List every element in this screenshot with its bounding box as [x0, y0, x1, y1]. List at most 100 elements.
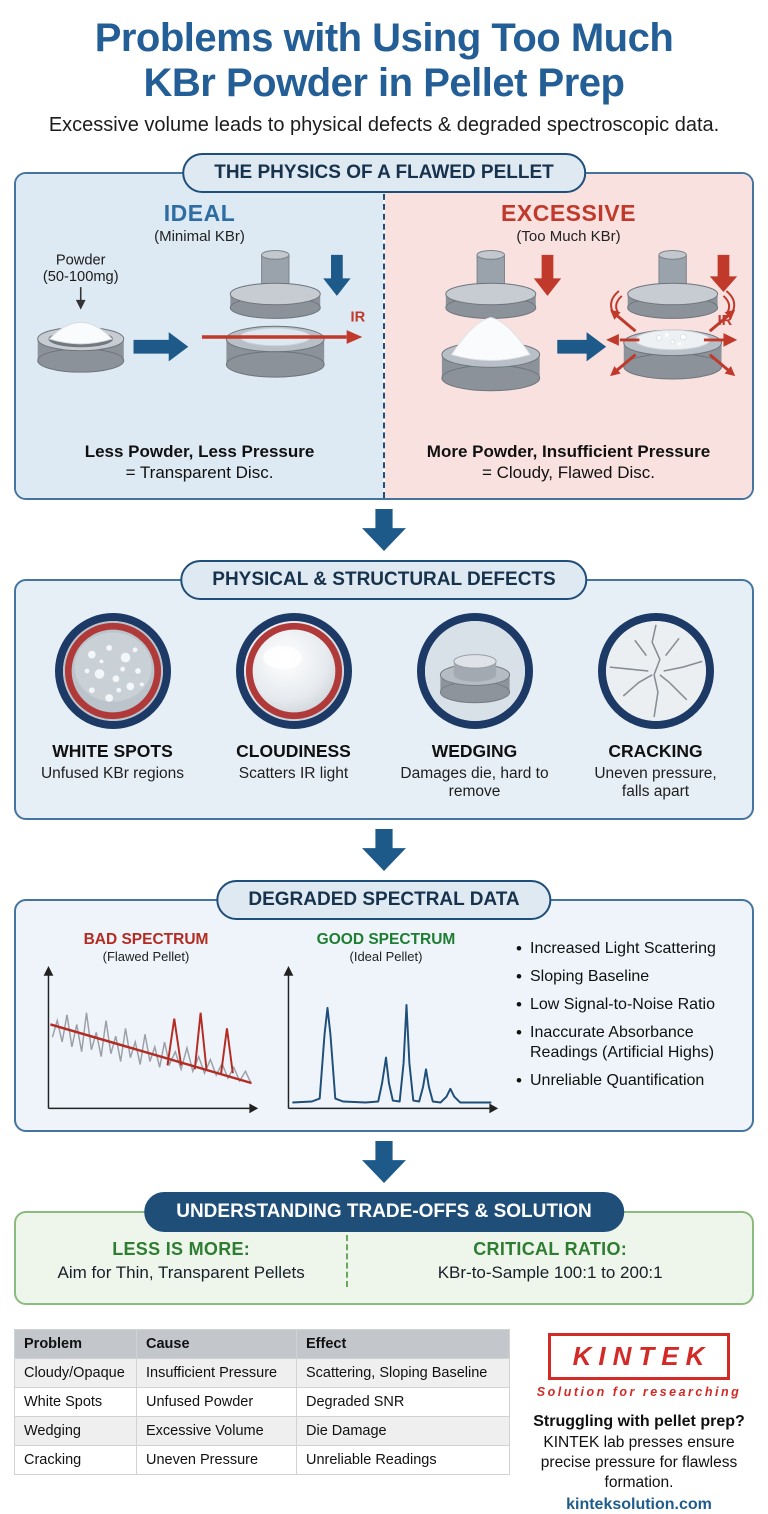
white-spots-icon: [62, 620, 163, 721]
red-down-arrow-icon: [709, 255, 737, 293]
less-is-more-title: LESS IS MORE:: [112, 1238, 251, 1259]
defect-title: WEDGING: [431, 740, 518, 761]
section-defects: PHYSICAL & STRUCTURAL DEFECTS: [14, 559, 754, 820]
scatter-arrows: [605, 309, 737, 377]
defect-title: CLOUDINESS: [236, 740, 351, 761]
list-item: Increased Light Scattering: [516, 938, 738, 959]
overfilled-die: [440, 317, 540, 392]
list-item: Unreliable Quantification: [516, 1070, 738, 1091]
flawed-die: [622, 330, 722, 380]
excessive-press-diagram: IR: [440, 250, 737, 392]
section-solution: UNDERSTANDING TRADE-OFFS & SOLUTION LESS…: [14, 1191, 754, 1305]
flow-arrow-1: [0, 508, 768, 551]
powder-pointer-head: [75, 300, 86, 310]
defect-desc: Damages die, hard to remove: [400, 764, 549, 801]
table-cell: Scattering, Sloping Baseline: [296, 1357, 510, 1388]
cracking-image: [597, 612, 714, 729]
list-item: Inaccurate Absorbance Readings (Artifici…: [516, 1022, 738, 1063]
spectra-header: DEGRADED SPECTRAL DATA: [216, 879, 552, 920]
physics-header: THE PHYSICS OF A FLAWED PELLET: [182, 153, 586, 194]
good-spectrum-plot: [283, 965, 499, 1114]
ideal-die: [225, 326, 325, 378]
less-is-more-text: Aim for Thin, Transparent Pellets: [57, 1262, 305, 1282]
physics-excessive-column: EXCESSIVE (Too Much KBr): [385, 174, 752, 498]
defect-desc: Uneven pressure, falls apart: [594, 764, 717, 801]
physics-ideal-column: IDEAL (Minimal KBr) Powder (50-100mg): [16, 174, 383, 498]
ideal-caption-bold: Less Powder, Less Pressure: [84, 442, 315, 462]
excessive-title: EXCESSIVE: [501, 200, 636, 227]
website-link[interactable]: kinteksolution.com: [566, 1496, 712, 1514]
excessive-caption: More Powder, Insufficient Pressure = Clo…: [427, 441, 710, 484]
bad-spectrum-chart: BAD SPECTRUM (Flawed Pellet): [28, 931, 264, 1122]
table-header-row: Problem Cause Effect: [14, 1328, 510, 1359]
ir-beam-head: [346, 330, 362, 345]
down-arrow-icon: [362, 508, 406, 551]
red-down-arrow-icon: [533, 255, 561, 297]
critical-ratio-text: KBr-to-Sample 100:1 to 200:1: [437, 1262, 663, 1282]
solution-divider: [346, 1234, 349, 1287]
flow-arrow-3: [0, 1140, 768, 1183]
cloudiness-image: [235, 612, 352, 729]
excessive-press: [444, 250, 536, 320]
right-arrow-icon: [133, 332, 188, 362]
defect-cracking: CRACKING Uneven pressure, falls apart: [565, 612, 746, 802]
kintek-logo-text: KINTEK: [572, 1340, 712, 1371]
list-item: Low Signal-to-Noise Ratio: [516, 994, 738, 1015]
page-title-line2: KBr Powder in Pellet Prep: [143, 61, 625, 106]
bad-spectrum-title: BAD SPECTRUM: [83, 930, 209, 948]
spectra-consequences-list: Increased Light Scattering Sloping Basel…: [508, 931, 740, 1099]
critical-ratio-title: CRITICAL RATIO:: [473, 1238, 628, 1259]
table-cell: Die Damage: [296, 1415, 510, 1446]
spectra-panel: BAD SPECTRUM (Flawed Pellet) GOOD SPECTR…: [14, 898, 754, 1132]
ideal-press-diagram: Powder (50-100mg): [36, 250, 365, 378]
table-cell: Cloudy/Opaque: [14, 1357, 137, 1388]
ideal-caption: Less Powder, Less Pressure = Transparent…: [85, 441, 315, 484]
bad-spectrum-subtitle: (Flawed Pellet): [102, 948, 190, 964]
table-header-cell: Effect: [296, 1328, 510, 1359]
good-spectrum-title: GOOD SPECTRUM: [316, 930, 456, 948]
table-cell: Excessive Volume: [136, 1415, 297, 1446]
right-arrow-icon: [556, 332, 606, 362]
section-physics: THE PHYSICS OF A FLAWED PELLET IDEAL (Mi…: [14, 153, 754, 500]
table-cell: Wedging: [14, 1415, 137, 1446]
brand-pitch-title: Struggling with pellet prep?: [533, 1412, 745, 1430]
ideal-subtitle: (Minimal KBr): [154, 228, 245, 246]
bad-spectrum-plot: [43, 965, 259, 1114]
defect-white-spots: WHITE SPOTS Unfused KBr regions: [22, 612, 203, 802]
stress-marks-left: [609, 290, 622, 314]
defects-header: PHYSICAL & STRUCTURAL DEFECTS: [180, 559, 588, 600]
ideal-press: [229, 250, 321, 320]
solution-less-is-more: LESS IS MORE: Aim for Thin, Transparent …: [16, 1239, 346, 1283]
defect-cloudiness: CLOUDINESS Scatters IR light: [203, 612, 384, 802]
powder-label-line1: Powder: [55, 253, 105, 269]
excessive-caption-rest: = Cloudy, Flawed Disc.: [481, 463, 656, 483]
down-arrow-icon: [362, 828, 406, 871]
physics-panel: IDEAL (Minimal KBr) Powder (50-100mg): [14, 172, 754, 500]
ideal-title: IDEAL: [163, 200, 236, 227]
section-spectra: DEGRADED SPECTRAL DATA BAD SPECTRUM (Fla…: [14, 879, 754, 1132]
white-spots-image: [54, 612, 171, 729]
stress-marks-right: [722, 290, 735, 314]
defect-title: CRACKING: [608, 740, 703, 761]
table-cell: Cracking: [14, 1444, 137, 1475]
physics-divider: [383, 174, 385, 498]
excessive-subtitle: (Too Much KBr): [516, 228, 621, 246]
footer: Problem Cause Effect Cloudy/Opaque Insuf…: [14, 1328, 754, 1514]
powder-label-line2: (50-100mg): [42, 270, 118, 286]
wedging-image: [416, 612, 533, 729]
solution-critical-ratio: CRITICAL RATIO: KBr-to-Sample 100:1 to 2…: [348, 1239, 752, 1283]
table-cell: Unfused Powder: [136, 1386, 297, 1417]
press-down-arrow-icon: [322, 255, 351, 297]
table-header-cell: Problem: [14, 1328, 137, 1359]
defects-panel: WHITE SPOTS Unfused KBr regions: [14, 578, 754, 820]
page-title-line1: Problems with Using Too Much: [94, 16, 674, 60]
table-row: Cloudy/Opaque Insufficient Pressure Scat…: [14, 1357, 510, 1388]
problem-cause-effect-table: Problem Cause Effect Cloudy/Opaque Insuf…: [14, 1328, 510, 1475]
table-row: Wedging Excessive Volume Die Damage: [14, 1415, 510, 1446]
good-spectrum-chart: GOOD SPECTRUM (Ideal Pellet): [268, 931, 504, 1122]
table-row: White Spots Unfused Powder Degraded SNR: [14, 1386, 510, 1417]
powder-dish: [36, 322, 124, 374]
flow-arrow-2: [0, 828, 768, 871]
table-cell: Degraded SNR: [296, 1386, 510, 1417]
defect-title: WHITE SPOTS: [52, 740, 173, 761]
